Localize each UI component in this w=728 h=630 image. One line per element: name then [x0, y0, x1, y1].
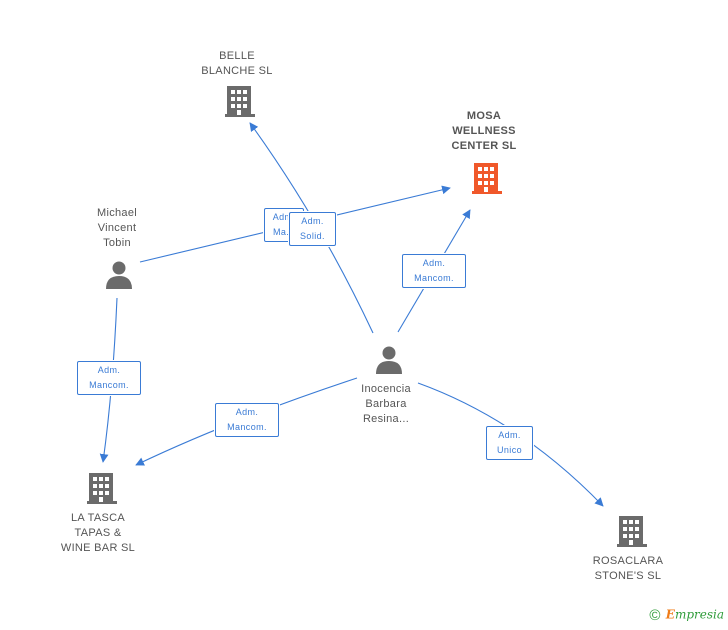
building-focus-icon: [472, 163, 502, 194]
edge-label-inocencia-mosa: Adm. Mancom.: [402, 254, 466, 288]
person-icon: [106, 261, 132, 289]
edge-label-inocencia-belle: Adm. Solid.: [289, 212, 336, 246]
edge-label-inocencia-la-tasca: Adm. Mancom.: [215, 403, 279, 437]
node-label-mosa-wellness[interactable]: MOSA WELLNESS CENTER SL: [451, 110, 517, 152]
edge-label-michael-la-tasca: Adm. Mancom.: [77, 361, 141, 395]
node-label-inocencia-resina[interactable]: Inocencia Barbara Resina...: [361, 383, 411, 425]
building-icon: [225, 86, 255, 117]
building-icon: [87, 473, 117, 504]
node-label-michael-tobin[interactable]: Michael Vincent Tobin: [96, 207, 137, 249]
person-icon: [376, 346, 402, 374]
brand-name: Empresia: [665, 607, 724, 622]
node-label-belle-blanche[interactable]: BELLE BLANCHE SL: [201, 50, 273, 77]
node-label-rosaclara[interactable]: ROSACLARA STONE'S SL: [592, 555, 664, 582]
edge-label-inocencia-rosaclara: Adm. Unico: [486, 426, 533, 460]
copyright-icon: ©: [649, 607, 661, 624]
building-icon: [617, 516, 647, 547]
brand-logo: © Empresia: [649, 607, 724, 624]
node-label-la-tasca[interactable]: LA TASCA TAPAS & WINE BAR SL: [60, 512, 136, 554]
